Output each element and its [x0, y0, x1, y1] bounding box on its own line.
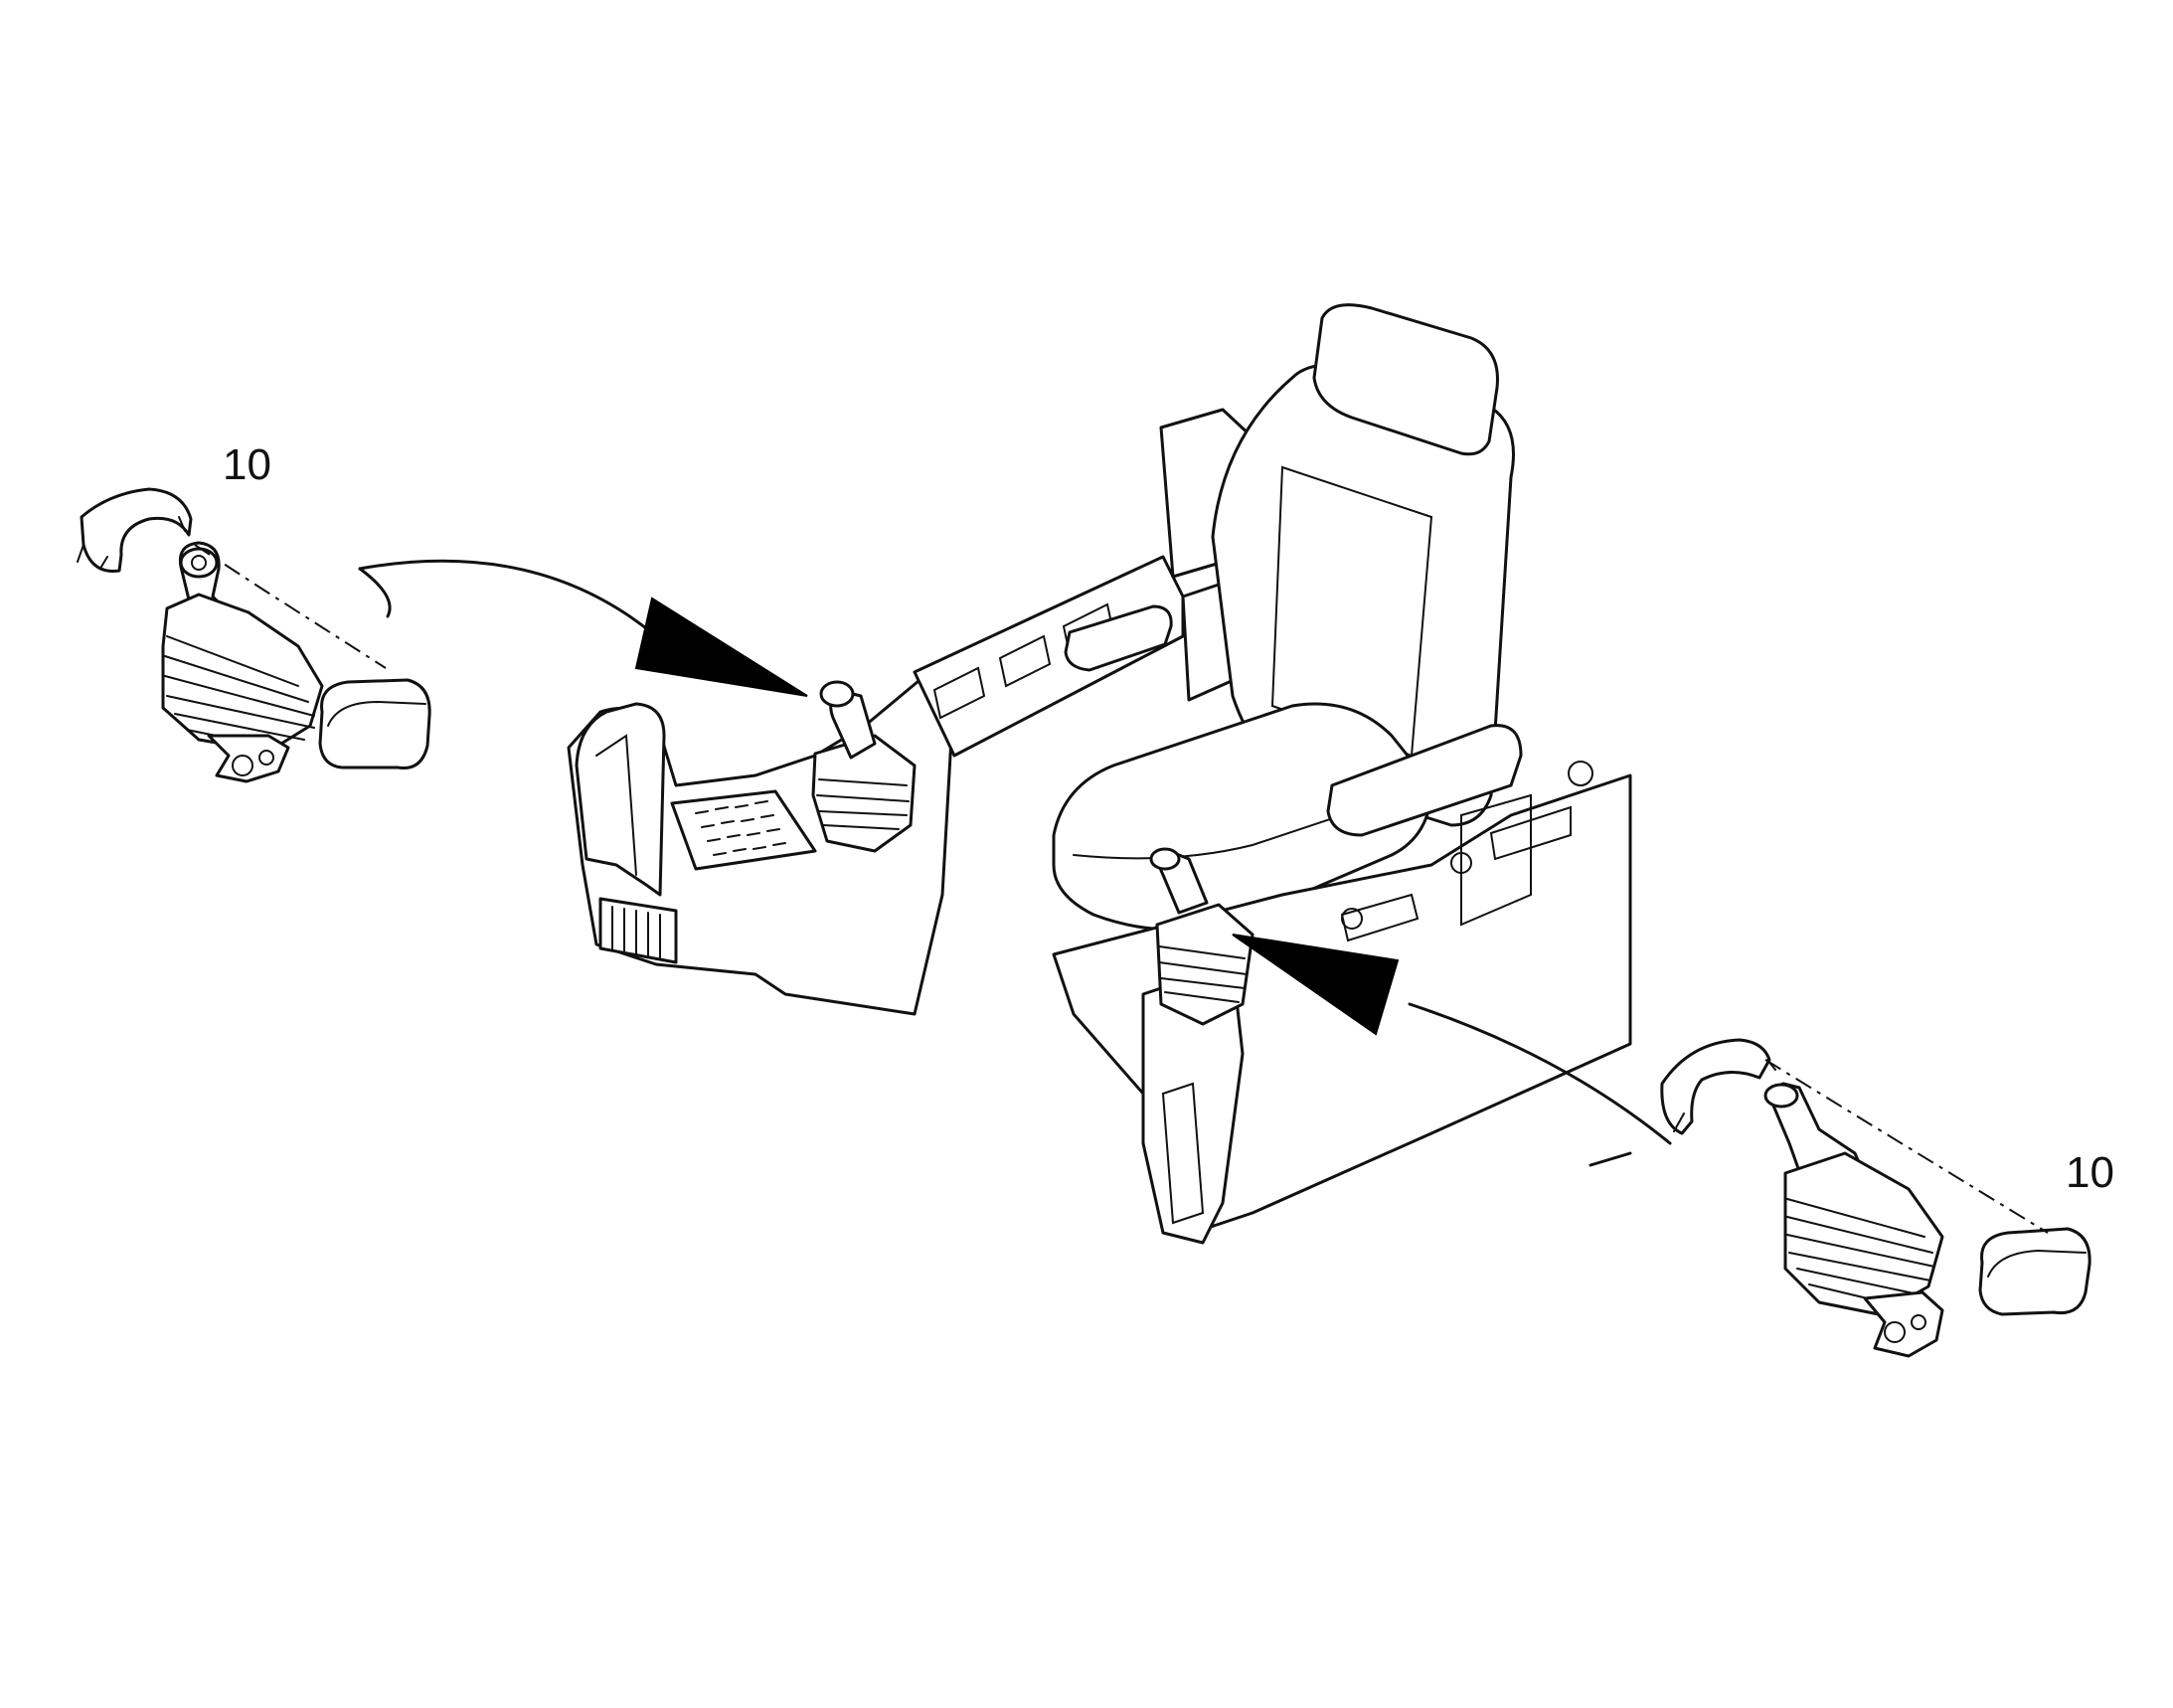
arrow-icon: [634, 597, 808, 697]
callout-right: 10: [2066, 1148, 2114, 1197]
left-upper-cover: [80, 487, 193, 573]
seat-headrest: [1312, 303, 1499, 456]
right-joystick-exploded-view: [1660, 1038, 2091, 1358]
arrow-icon: [1232, 934, 1400, 1036]
left-joystick-boot: [161, 593, 324, 754]
right-joystick-base: [1863, 1290, 1944, 1358]
operator-station: [567, 303, 1632, 1245]
left-console-tower: [575, 702, 666, 897]
left-console-grille: [598, 897, 678, 964]
left-lower-cover: [318, 678, 431, 770]
right-upper-cover: [1660, 1038, 1771, 1135]
right-lower-cover: [1978, 1227, 2091, 1316]
right-pointer-arrow: [1232, 934, 1672, 1167]
seat-armrest: [1326, 724, 1523, 837]
callout-left: 10: [223, 440, 271, 489]
seat-armrest-left: [1064, 604, 1173, 672]
left-pointer-arrow: [358, 559, 808, 697]
right-joystick-boot: [1783, 1151, 1944, 1316]
seat-cushion: [1052, 702, 1433, 932]
left-console-joystick-boot: [811, 734, 917, 853]
left-joystick-exploded-view: [77, 487, 431, 783]
